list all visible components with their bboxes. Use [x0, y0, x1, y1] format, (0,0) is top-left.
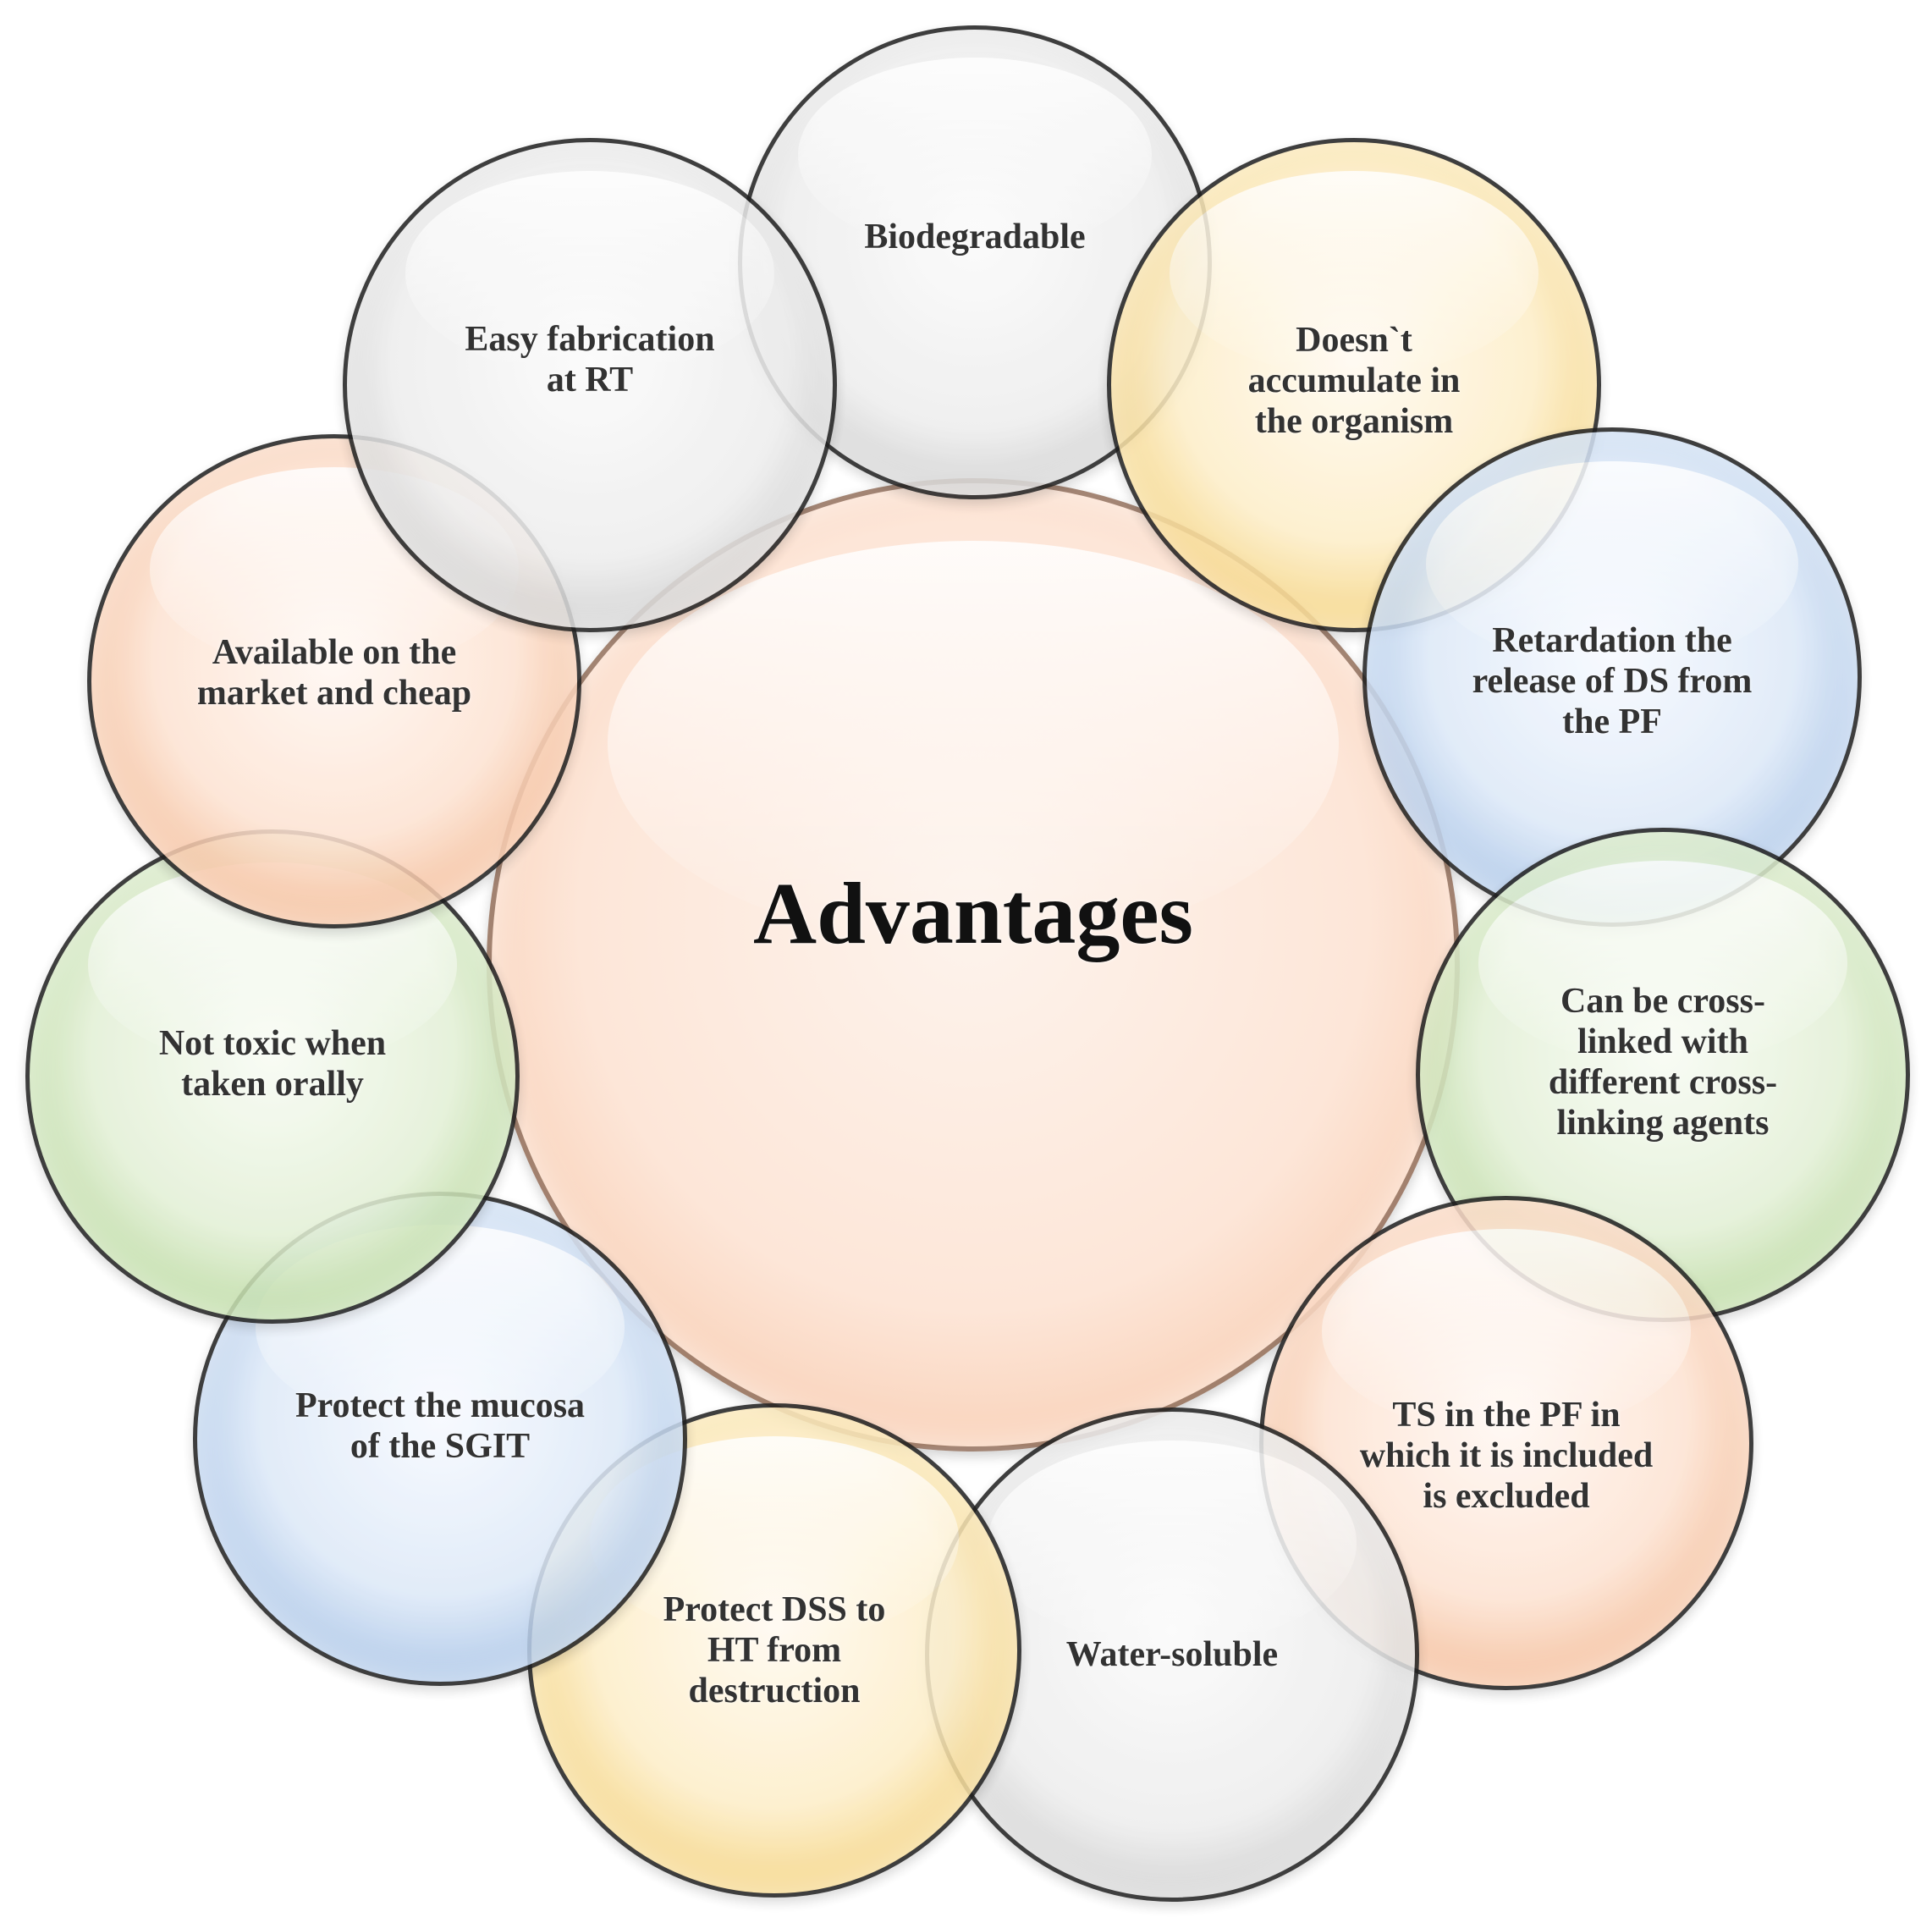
center-label: Advantages	[752, 865, 1194, 962]
bubble-label: Easy fabrication at RT	[465, 320, 715, 399]
center-bubble: Advantages	[487, 478, 1460, 1452]
bubble-label: Protect the mucosa of the SGIT	[294, 1386, 586, 1466]
bubble-label: Not toxic when taken orally	[158, 1024, 387, 1104]
bubble-label: Doesn`t accumulate in the organism	[1247, 321, 1461, 441]
bubble-label: Can be cross- linked with different cros…	[1548, 982, 1778, 1143]
bubble-label: Protect DSS to HT from destruction	[663, 1590, 886, 1710]
bubble-label: Water-soluble	[1065, 1635, 1279, 1674]
bubble-label: TS in the PF in which it is included is …	[1359, 1396, 1654, 1516]
bubble-protect-dss: Protect DSS to HT from destruction	[527, 1403, 1021, 1898]
bubble-label: Available on the market and cheap	[196, 633, 472, 713]
bubble-protect-mucosa: Protect the mucosa of the SGIT	[193, 1192, 687, 1686]
bubble-label: Retardation the release of DS from the P…	[1472, 621, 1753, 741]
bubble-easy-fabrication: Easy fabrication at RT	[343, 138, 837, 632]
bubble-label: Biodegradable	[864, 218, 1086, 256]
